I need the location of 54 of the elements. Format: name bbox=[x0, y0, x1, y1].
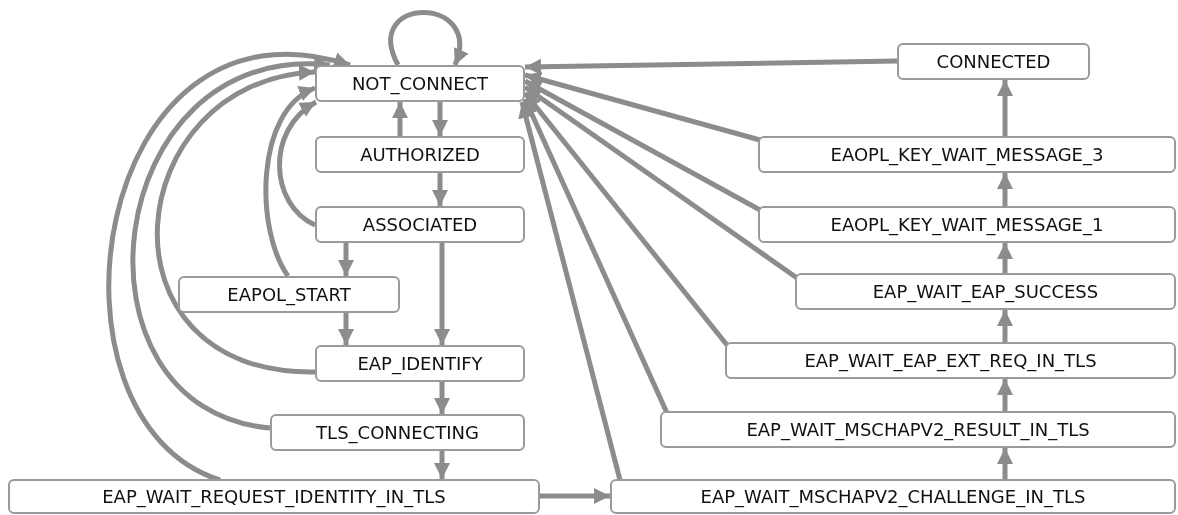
state-label: EAP_WAIT_EAP_EXT_REQ_IN_TLS bbox=[804, 350, 1097, 371]
state-label: AUTHORIZED bbox=[360, 144, 480, 165]
transition-arrow bbox=[997, 379, 1013, 411]
state-label: NOT_CONNECT bbox=[351, 73, 489, 94]
state-box bbox=[8, 479, 540, 514]
state-label: EAOPL_KEY_WAIT_MESSAGE_1 bbox=[830, 214, 1104, 235]
transition-arrow bbox=[338, 243, 354, 276]
transition-arrow bbox=[263, 85, 317, 278]
state-box bbox=[315, 65, 525, 102]
transition-arrow bbox=[997, 173, 1013, 206]
state-box bbox=[610, 479, 1176, 514]
state-label: EAP_WAIT_EAP_SUCCESS bbox=[872, 281, 1099, 302]
transition-arrow bbox=[540, 488, 610, 504]
transition-arrow bbox=[432, 173, 448, 206]
transition-arrow bbox=[997, 310, 1013, 342]
state-label: EAP_IDENTIFY bbox=[357, 353, 483, 374]
state-label: TLS_CONNECTING bbox=[316, 422, 479, 443]
transition-arrow bbox=[392, 102, 408, 136]
state-box bbox=[315, 206, 525, 243]
transition-arrow bbox=[432, 102, 448, 136]
transition-arrow bbox=[155, 66, 316, 375]
state-box bbox=[270, 414, 525, 451]
transition-arrow bbox=[523, 78, 762, 213]
transition-arrow bbox=[338, 313, 354, 345]
state-box bbox=[315, 345, 525, 382]
state-label: EAOPL_KEY_WAIT_MESSAGE_3 bbox=[830, 144, 1104, 165]
state-label: ASSOCIATED bbox=[362, 214, 478, 235]
transition-arrow bbox=[434, 451, 450, 479]
transition-arrow bbox=[523, 84, 799, 281]
state-box bbox=[758, 206, 1176, 243]
state-box bbox=[660, 411, 1176, 448]
state-box bbox=[315, 136, 525, 173]
transition-arrow bbox=[277, 99, 318, 228]
transition-arrow bbox=[524, 58, 898, 75]
state-label: EAP_WAIT_MSCHAPV2_RESULT_IN_TLS bbox=[746, 419, 1090, 440]
state-label: CONNECTED bbox=[936, 51, 1051, 72]
transition-arrow bbox=[388, 10, 467, 66]
transition-arrow bbox=[524, 71, 761, 143]
transition-arrow bbox=[434, 382, 450, 414]
transition-arrow bbox=[131, 57, 331, 431]
state-label: EAPOL_START bbox=[227, 284, 351, 305]
state-box bbox=[178, 276, 400, 313]
transition-arrow bbox=[434, 243, 450, 345]
state-box bbox=[897, 43, 1090, 80]
transition-arrow bbox=[997, 80, 1013, 136]
state-label: EAP_WAIT_REQUEST_IDENTITY_IN_TLS bbox=[102, 486, 446, 507]
state-box bbox=[758, 136, 1176, 173]
transition-arrow bbox=[997, 448, 1013, 479]
transition-arrow bbox=[997, 243, 1013, 273]
transition-arrow bbox=[523, 91, 729, 347]
state-label: EAP_WAIT_MSCHAPV2_CHALLENGE_IN_TLS bbox=[700, 486, 1086, 507]
state-box bbox=[725, 342, 1176, 379]
transition-arrow bbox=[518, 101, 623, 481]
state-box bbox=[795, 273, 1176, 310]
